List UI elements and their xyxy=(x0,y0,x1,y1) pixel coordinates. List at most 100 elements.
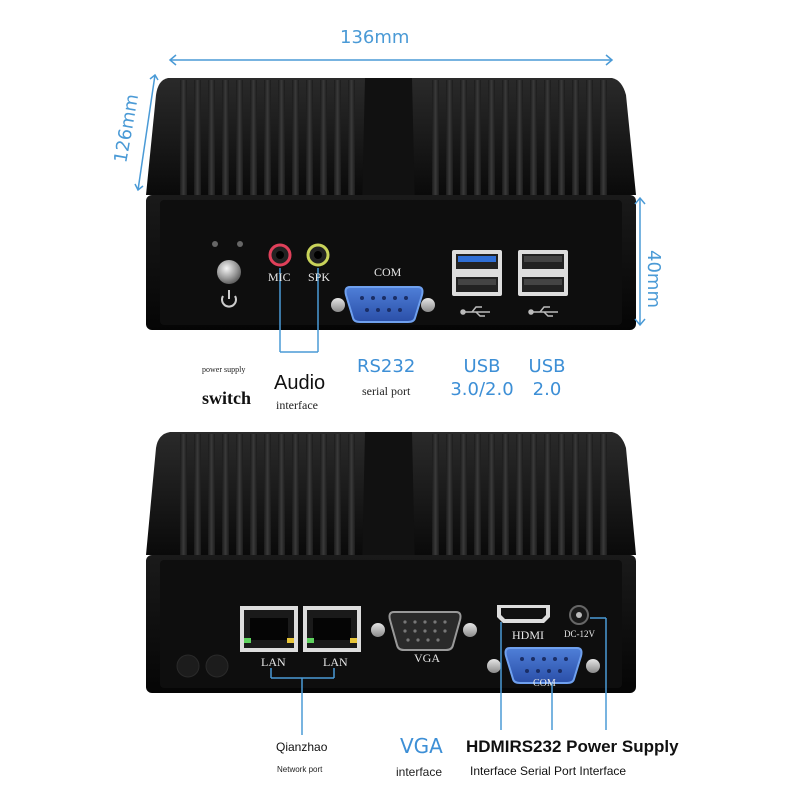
usb3-ports[interactable] xyxy=(452,250,502,317)
rs232-caption: RS232 xyxy=(357,356,416,377)
heatsink-fin xyxy=(180,80,187,210)
usb3-caption: USB xyxy=(463,356,501,377)
heatsink-fin xyxy=(306,80,313,210)
com-label-rear: COM xyxy=(533,678,556,689)
heatsink-fin xyxy=(306,434,313,568)
heatsink-fin xyxy=(180,434,187,568)
vga-port[interactable] xyxy=(371,611,477,651)
heatsink-fin xyxy=(278,80,285,210)
heatsink-fin xyxy=(544,80,551,210)
heatsink-fin xyxy=(586,434,593,568)
power-caption-small: power supply xyxy=(202,365,246,374)
width-dimension-label: 136mm xyxy=(340,27,410,48)
heatsink-fin xyxy=(194,80,201,210)
heatsink-fin xyxy=(488,434,495,568)
heatsink-fin xyxy=(502,80,509,210)
heatsink-fin xyxy=(334,434,341,568)
heatsink-fin xyxy=(208,80,215,210)
hdmi-rs232-power-caption-sub: Interface Serial Port Interface xyxy=(470,764,627,778)
lan-port-2[interactable] xyxy=(303,606,361,652)
heatsink-fin xyxy=(320,434,327,568)
usb3-caption-sub: 3.0/2.0 xyxy=(450,379,514,400)
heatsink-fin xyxy=(208,434,215,568)
power-caption: switch xyxy=(202,388,251,408)
heatsink-fins xyxy=(180,80,607,210)
heatsink-fin xyxy=(292,80,299,210)
usb2-caption-sub: 2.0 xyxy=(532,379,562,400)
com-label-front: COM xyxy=(374,265,402,279)
heatsink-fin xyxy=(264,80,271,210)
com-port-front[interactable] xyxy=(331,286,435,323)
heatsink-fin xyxy=(446,434,453,568)
hdmi-port[interactable] xyxy=(497,605,550,623)
vga-caption: VGA xyxy=(400,734,443,758)
heatsink-fin xyxy=(236,434,243,568)
power-icon xyxy=(221,290,237,308)
heatsink-fin xyxy=(194,434,201,568)
heatsink-fin xyxy=(446,80,453,210)
network-caption-sub: Network port xyxy=(277,765,323,774)
dimension-lines xyxy=(134,54,646,327)
spk-jack[interactable] xyxy=(306,243,330,267)
height-dimension-label: 40mm xyxy=(643,250,664,308)
antenna-holes xyxy=(176,654,229,678)
heatsink-fin xyxy=(600,80,607,210)
usb2-caption: USB xyxy=(528,356,566,377)
heatsink-fin xyxy=(460,80,467,210)
heatsink-fin xyxy=(530,434,537,568)
callout-lines-front xyxy=(279,268,319,353)
audio-caption-sub: interface xyxy=(276,398,318,412)
heatsink-fin xyxy=(530,80,537,210)
heatsink-fin xyxy=(572,80,579,210)
network-caption: Qianzhao xyxy=(276,740,328,754)
heatsink-fin xyxy=(250,434,257,568)
dc-label: DC-12V xyxy=(564,629,595,639)
heatsink-fin xyxy=(558,80,565,210)
heatsink-fin xyxy=(558,434,565,568)
mic-label: MIC xyxy=(268,270,291,284)
heatsink-fin xyxy=(460,434,467,568)
heatsink-fin xyxy=(222,80,229,210)
heatsink-fin xyxy=(432,434,439,568)
heatsink-fin xyxy=(236,80,243,210)
vga-label: VGA xyxy=(414,651,440,665)
vga-caption-sub: interface xyxy=(396,765,443,779)
heatsink-fins xyxy=(180,434,607,568)
heatsink-fin xyxy=(488,80,495,210)
heatsink-fin xyxy=(334,80,341,210)
power-switch[interactable] xyxy=(212,241,243,308)
mic-jack[interactable] xyxy=(268,243,292,267)
heatsink-fin xyxy=(600,434,607,568)
heatsink-fin xyxy=(250,80,257,210)
callout-lines-rear xyxy=(270,617,607,735)
rs232-caption-sub: serial port xyxy=(362,384,411,398)
usb-icon xyxy=(460,306,490,317)
front-device xyxy=(146,78,636,330)
usb-icon xyxy=(528,306,558,317)
audio-caption: Audio xyxy=(274,372,326,394)
hdmi-rs232-power-caption: HDMIRS232 Power Supply xyxy=(466,737,679,756)
usb2-ports[interactable] xyxy=(518,250,568,317)
spk-label: SPK xyxy=(308,270,331,284)
heatsink-fin xyxy=(348,80,355,210)
heatsink-fin xyxy=(516,434,523,568)
heatsink-fin xyxy=(292,434,299,568)
heatsink-fin xyxy=(474,434,481,568)
heatsink-fin xyxy=(516,80,523,210)
dc-power-jack[interactable] xyxy=(569,605,589,625)
heatsink-fin xyxy=(278,434,285,568)
heatsink-fin xyxy=(586,80,593,210)
heatsink-fin xyxy=(474,80,481,210)
lan1-label: LAN xyxy=(261,655,286,669)
heatsink-fin xyxy=(572,434,579,568)
lan-port-1[interactable] xyxy=(240,606,298,652)
com-port-rear[interactable] xyxy=(487,647,600,684)
heatsink-fin xyxy=(264,434,271,568)
heatsink-fin xyxy=(320,80,327,210)
heatsink-fin xyxy=(502,434,509,568)
hdmi-label: HDMI xyxy=(512,628,544,642)
lan2-label: LAN xyxy=(323,655,348,669)
heatsink-fin xyxy=(432,80,439,210)
heatsink-fin xyxy=(544,434,551,568)
